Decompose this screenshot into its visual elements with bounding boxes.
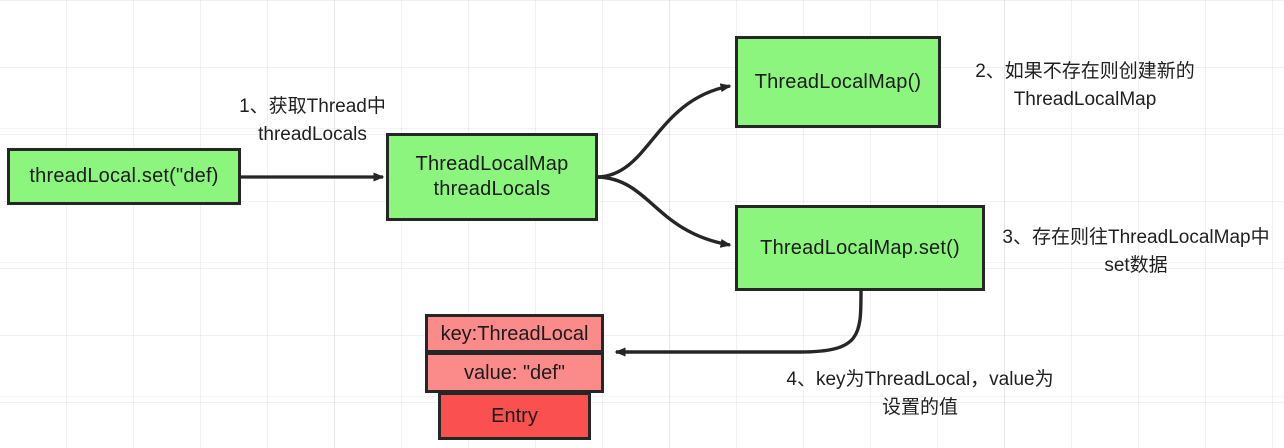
node-threadlocalmap-set[interactable]: ThreadLocalMap.set(): [735, 205, 985, 291]
node-threadlocalmap-threadlocals[interactable]: ThreadLocalMap threadLocals: [386, 133, 598, 221]
node-threadlocalmap-constructor[interactable]: ThreadLocalMap(): [735, 36, 941, 128]
edge-threadlocals-to-map-ctor: [597, 83, 732, 179]
label-step-1: 1、获取Thread中 threadLocals: [239, 96, 386, 145]
entry-name-cell[interactable]: Entry: [438, 392, 591, 440]
label-step-4: 4、key为ThreadLocal，value为 设置的值: [786, 369, 1054, 418]
entry-value-cell[interactable]: value: "def": [425, 352, 604, 393]
label-step-3: 3、存在则往ThreadLocalMap中 set数据: [1002, 227, 1270, 276]
entry-key-cell[interactable]: key:ThreadLocal: [425, 314, 604, 353]
label-step-2: 2、如果不存在则创建新的 ThreadLocalMap: [975, 61, 1195, 110]
node-threadlocal-set[interactable]: threadLocal.set("def): [7, 148, 241, 205]
edge-threadlocals-to-map-set: [597, 175, 732, 248]
edge-map-set-to-entry: [614, 290, 863, 357]
